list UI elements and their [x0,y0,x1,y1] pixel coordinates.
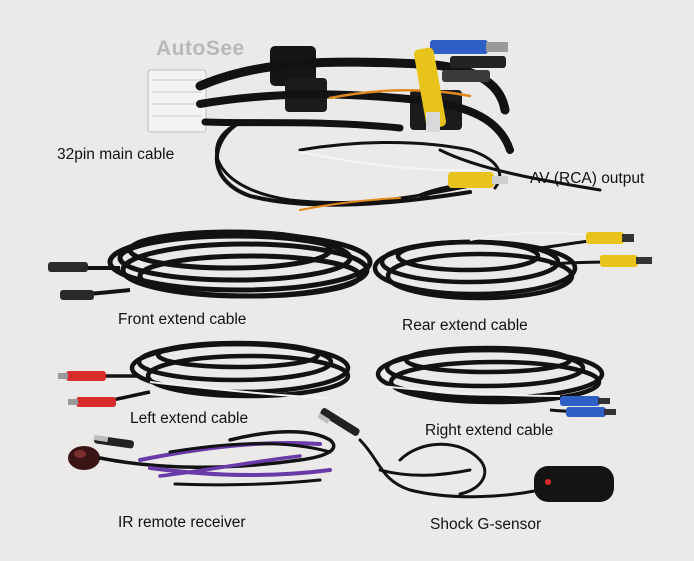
label-front-cable: Front extend cable [118,311,247,328]
ir-receiver [68,430,336,487]
label-ir-receiver: IR remote receiver [118,514,246,531]
left-extend-cable [92,340,351,404]
front-extend-cable [71,229,373,299]
main-cable-harness [147,40,602,211]
label-rear-cable: Rear extend cable [402,317,528,334]
watermark: AutoSee [156,37,245,60]
g-sensor [317,408,614,502]
label-right-cable: Right extend cable [425,422,554,439]
connector-cluster [413,40,508,132]
right-extend-cable [375,345,605,414]
label-main-cable: 32pin main cable [57,146,175,163]
label-left-cable: Left extend cable [130,410,249,427]
label-av-output: AV (RCA) output [530,170,645,187]
label-g-sensor: Shock G-sensor [430,516,542,533]
rear-extend-cable [372,238,619,301]
rca-plug [419,172,508,199]
